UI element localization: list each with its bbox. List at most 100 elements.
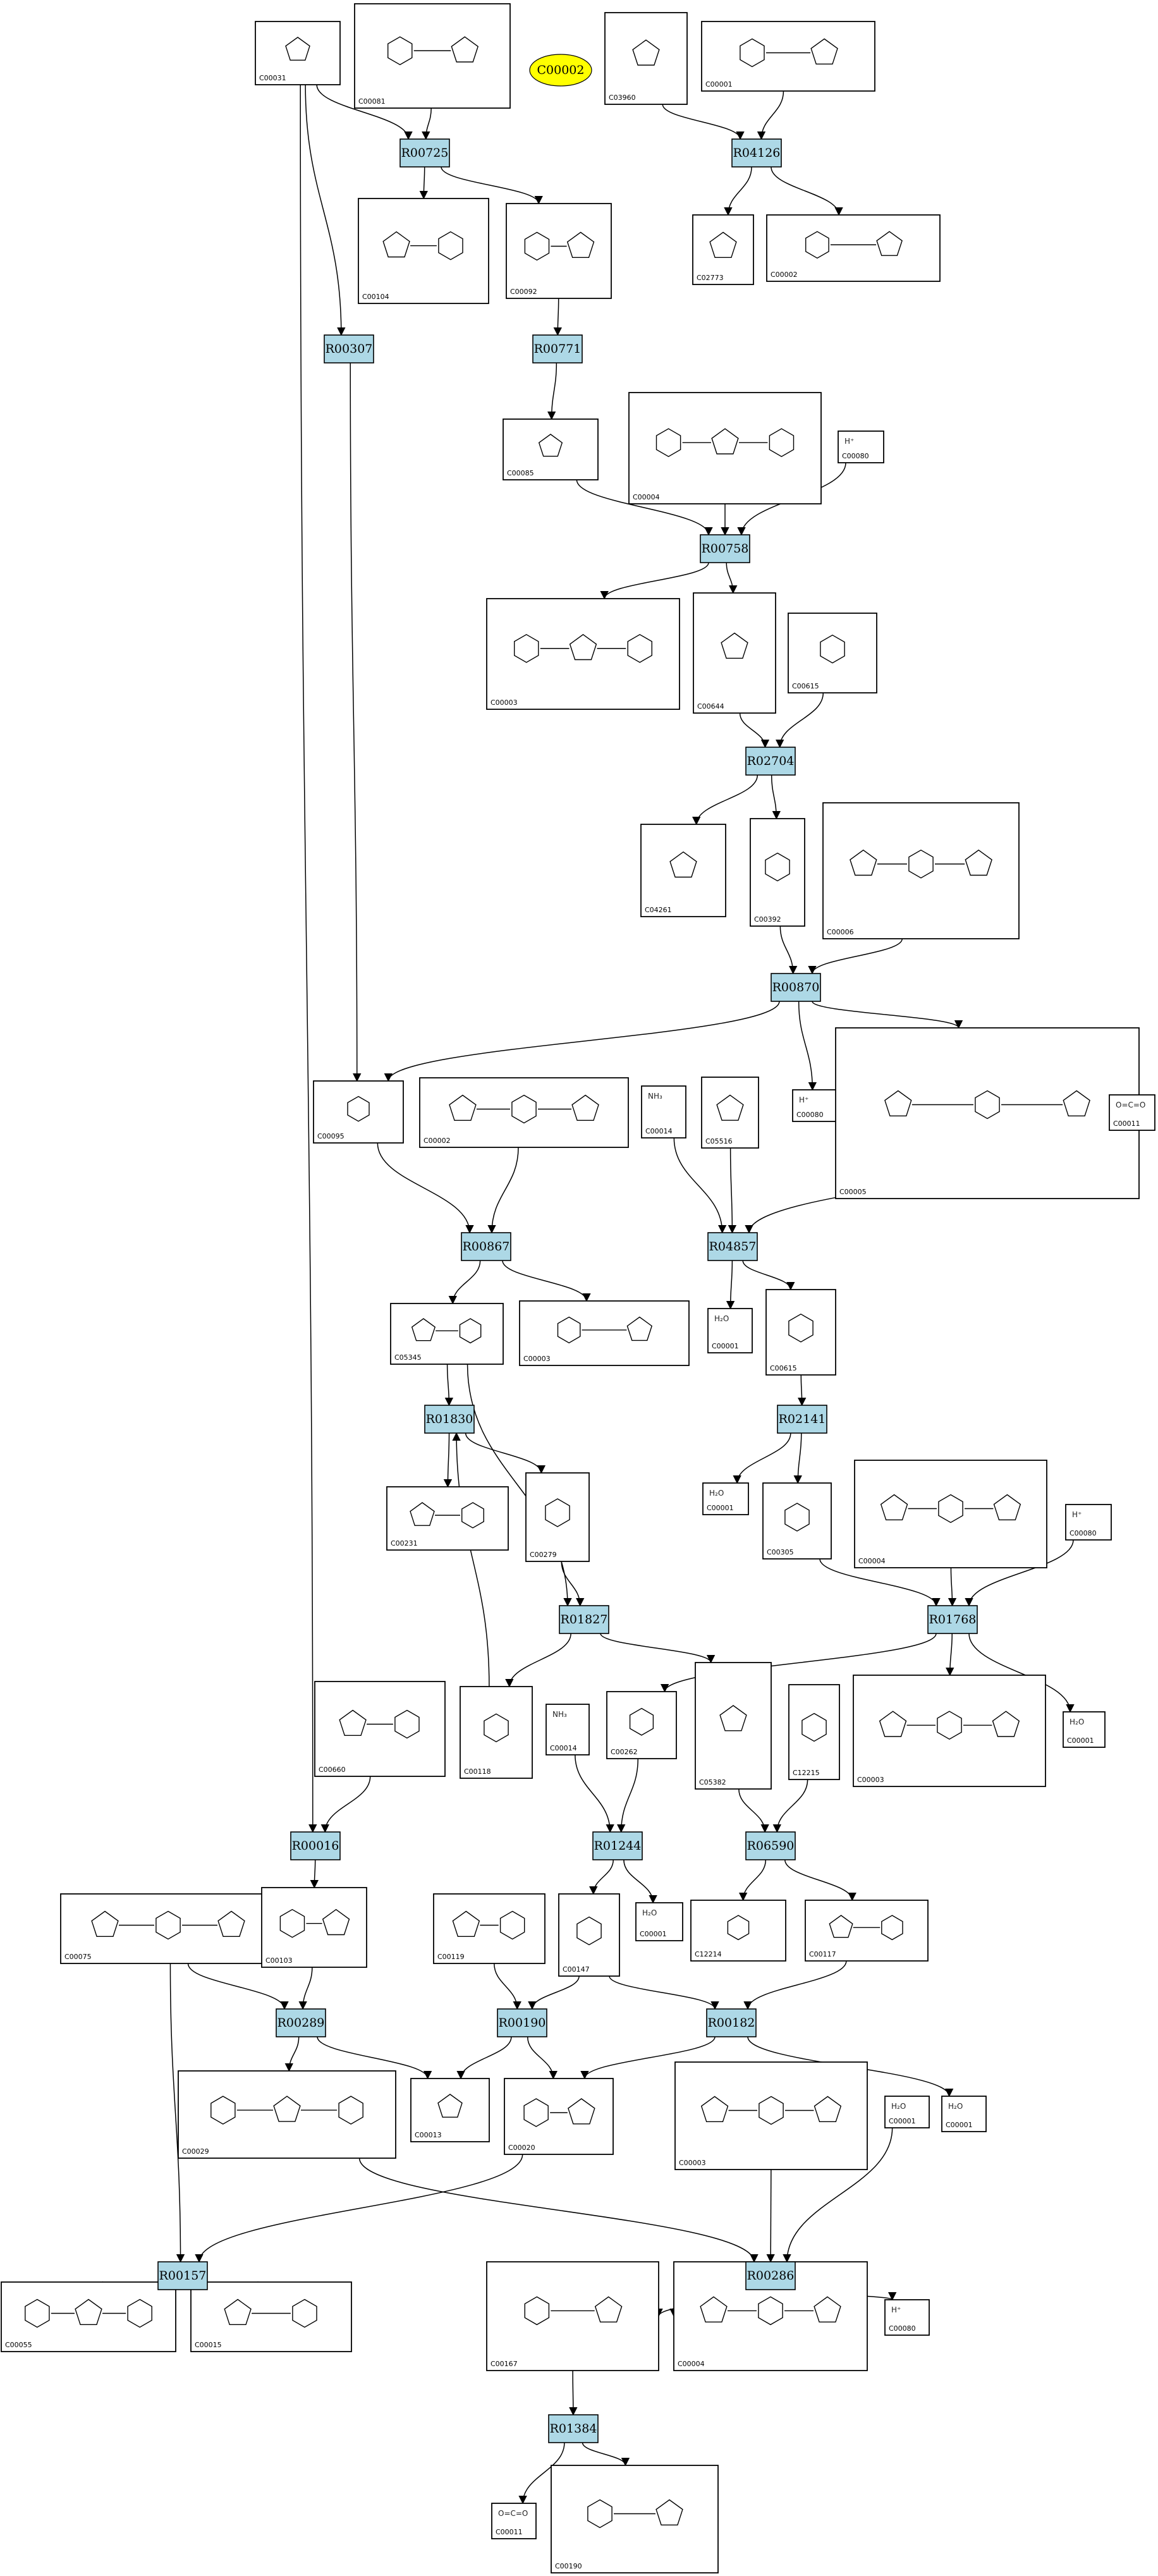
- compound-node[interactable]: C00004: [673, 2261, 868, 2371]
- compound-node[interactable]: C02773: [692, 214, 754, 285]
- compound-node[interactable]: C04261: [640, 824, 726, 917]
- small-molecule-formula: H₂O: [1070, 1718, 1084, 1726]
- reaction-node[interactable]: R01768: [927, 1605, 978, 1634]
- compound-node[interactable]: C00002: [766, 214, 941, 282]
- reaction-node[interactable]: R02704: [745, 747, 796, 776]
- compound-node[interactable]: C05516: [701, 1077, 759, 1149]
- compound-node[interactable]: H⁺C00080: [792, 1089, 839, 1122]
- compound-node[interactable]: C00231: [386, 1486, 509, 1551]
- reaction-node[interactable]: R04126: [731, 138, 782, 168]
- compound-node[interactable]: C00644: [693, 592, 776, 714]
- reaction-box: [707, 1232, 758, 1261]
- compound-node[interactable]: C03960: [604, 12, 688, 105]
- compound-node[interactable]: C00020: [504, 2078, 614, 2155]
- molecule-ring-shape: [992, 1711, 1020, 1737]
- compound-node[interactable]: C12214: [690, 1900, 786, 1962]
- compound-node[interactable]: C00085: [503, 418, 599, 480]
- reaction-node[interactable]: R00870: [771, 973, 821, 1002]
- compound-node[interactable]: C00104: [358, 198, 489, 304]
- compound-node[interactable]: C00001: [701, 21, 875, 92]
- compound-node[interactable]: C00004: [854, 1460, 1047, 1568]
- compound-node[interactable]: C00003: [519, 1300, 690, 1366]
- highlighted-compound-node[interactable]: C00002: [529, 54, 592, 87]
- compound-node[interactable]: C00081: [354, 3, 511, 109]
- reaction-node[interactable]: R00867: [461, 1232, 511, 1261]
- reaction-node[interactable]: R00016: [290, 1831, 341, 1860]
- compound-node[interactable]: C00013: [410, 2078, 490, 2142]
- compound-node[interactable]: C00029: [178, 2070, 396, 2159]
- compound-node[interactable]: C05345: [390, 1303, 504, 1365]
- reaction-node[interactable]: R00771: [532, 334, 583, 363]
- compound-node[interactable]: C00003: [853, 1675, 1046, 1787]
- compound-box: [835, 1027, 1140, 1199]
- compound-node[interactable]: C00305: [762, 1482, 832, 1560]
- compound-node[interactable]: C00190: [551, 2465, 719, 2573]
- reaction-node[interactable]: R00190: [497, 2008, 547, 2037]
- compound-node[interactable]: H⁺C00080: [838, 430, 884, 463]
- compound-node[interactable]: C00075: [60, 1893, 276, 1964]
- compound-node[interactable]: C00003: [674, 2061, 868, 2170]
- compound-node[interactable]: C05382: [695, 1662, 772, 1790]
- reaction-node[interactable]: R00286: [745, 2261, 796, 2290]
- compound-node[interactable]: C00002: [419, 1077, 629, 1148]
- reaction-node[interactable]: R01244: [592, 1831, 643, 1860]
- compound-node[interactable]: C00055: [1, 2281, 176, 2352]
- reaction-node[interactable]: R06590: [745, 1831, 796, 1860]
- compound-node[interactable]: C00092: [506, 203, 612, 299]
- compound-node[interactable]: C00119: [433, 1893, 545, 1964]
- reaction-node[interactable]: R00725: [399, 138, 450, 168]
- reaction-box: [276, 2008, 326, 2037]
- compound-node[interactable]: C00095: [313, 1080, 404, 1144]
- compound-box: [701, 21, 875, 92]
- compound-node[interactable]: C00005: [835, 1027, 1140, 1199]
- compound-node[interactable]: C00015: [190, 2281, 352, 2352]
- compound-node[interactable]: C00615: [765, 1289, 836, 1376]
- compound-node[interactable]: C00167: [486, 2261, 659, 2371]
- compound-node[interactable]: H⁺C00080: [884, 2299, 930, 2336]
- compound-node[interactable]: C00660: [314, 1681, 446, 1777]
- compound-node[interactable]: C00147: [558, 1893, 620, 1977]
- compound-node[interactable]: H⁺C00080: [1065, 1504, 1112, 1541]
- molecule-ring-shape: [451, 36, 479, 63]
- reaction-node[interactable]: R02141: [777, 1405, 827, 1434]
- reaction-node[interactable]: R00758: [700, 534, 750, 563]
- reaction-edge: [487, 1147, 519, 1234]
- compound-node[interactable]: C00262: [606, 1691, 677, 1759]
- compound-node[interactable]: C00117: [805, 1900, 929, 1962]
- compound-node[interactable]: C00392: [750, 818, 805, 927]
- reaction-node[interactable]: R00307: [324, 334, 374, 363]
- reaction-node[interactable]: R00289: [276, 2008, 326, 2037]
- molecule-ring-shape: [727, 1915, 750, 1941]
- reaction-node[interactable]: R04857: [707, 1232, 758, 1261]
- compound-node[interactable]: C12215: [788, 1684, 840, 1780]
- reaction-edge: [465, 1432, 546, 1474]
- compound-node[interactable]: C00006: [822, 802, 1020, 939]
- compound-node[interactable]: C00004: [628, 392, 822, 504]
- reaction-edge: [775, 692, 824, 748]
- reaction-node[interactable]: R00157: [157, 2261, 208, 2290]
- reaction-node[interactable]: R01827: [559, 1605, 609, 1634]
- compound-node[interactable]: C00003: [486, 598, 680, 710]
- compound-node[interactable]: C00279: [525, 1472, 590, 1562]
- molecule-ring-shape: [410, 1502, 435, 1526]
- reaction-node[interactable]: R01384: [548, 2414, 599, 2443]
- compound-id-label: C00615: [792, 682, 819, 690]
- compound-node[interactable]: C00103: [261, 1887, 367, 1968]
- compound-node[interactable]: C00031: [255, 21, 341, 85]
- compound-node[interactable]: C00615: [788, 613, 877, 693]
- compound-box: [1109, 1094, 1155, 1131]
- reaction-node[interactable]: R01830: [424, 1405, 475, 1434]
- compound-box: [674, 2061, 868, 2170]
- compound-node[interactable]: C00118: [460, 1686, 533, 1779]
- reaction-node[interactable]: R00182: [706, 2008, 757, 2037]
